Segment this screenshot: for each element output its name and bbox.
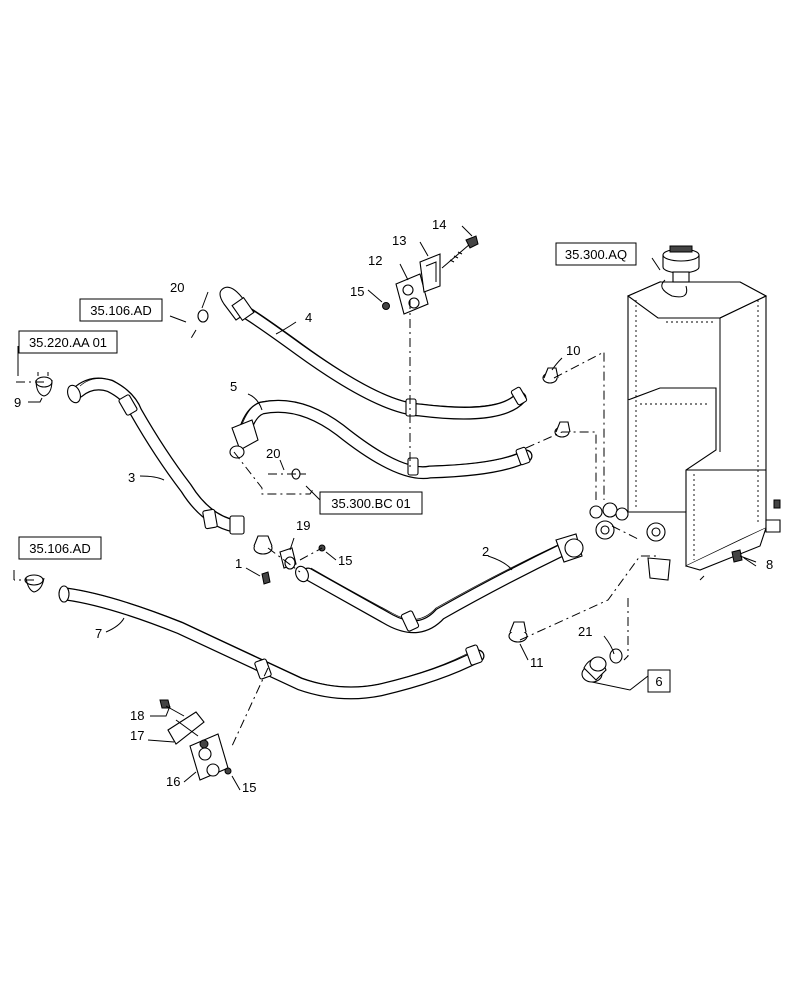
callout-3: 3: [128, 470, 135, 485]
ref-35-220-aa-01[interactable]: 35.220.AA 01: [18, 330, 118, 354]
bolt-8: [731, 549, 757, 563]
callout-20-mid: 20: [266, 446, 280, 461]
callout-14: 14: [432, 217, 446, 232]
ref-35-106-ad-top[interactable]: 35.106.AD: [79, 298, 163, 322]
bolt-tank-top: [773, 499, 781, 509]
svg-text:35.220.AA 01: 35.220.AA 01: [29, 335, 107, 350]
svg-text:6: 6: [655, 674, 662, 689]
svg-text:35.106.AD: 35.106.AD: [90, 303, 151, 318]
clamp-9: [35, 372, 53, 397]
callout-box-6[interactable]: 6: [647, 669, 671, 693]
ref-35-300-aq[interactable]: 35.300.AQ: [555, 242, 637, 266]
spacer-19: [279, 547, 297, 570]
callout-12: 12: [368, 253, 382, 268]
ref-35-106-ad-bottom[interactable]: 35.106.AD: [18, 536, 102, 560]
hose-4: [219, 286, 528, 420]
callout-18: 18: [130, 708, 144, 723]
callout-leaders: [13, 225, 757, 791]
hose-2: [295, 533, 584, 634]
callout-numbers: 1 2 3 4 5 7 8 9 10 11 12 13 14 15 15 15 …: [14, 217, 773, 795]
hose-3: [67, 377, 245, 535]
callout-2: 2: [482, 544, 489, 559]
callout-11: 11: [530, 655, 544, 670]
clamp-block-bottom: [159, 699, 232, 781]
callout-13: 13: [392, 233, 406, 248]
svg-text:35.300.BC 01: 35.300.BC 01: [331, 496, 411, 511]
callout-21: 21: [578, 624, 592, 639]
callout-15-bottom: 15: [242, 780, 256, 795]
callout-8: 8: [766, 557, 773, 572]
tank-fittings: [589, 502, 671, 581]
filler-cap: [661, 245, 700, 298]
svg-text:35.300.AQ: 35.300.AQ: [565, 247, 627, 262]
clamp-11: [508, 621, 528, 643]
hose-7: [58, 585, 485, 700]
callout-9: 9: [14, 395, 21, 410]
clamp-1: [253, 535, 273, 585]
clamp-7-end: [24, 574, 45, 593]
callout-10: 10: [566, 343, 580, 358]
hydraulic-tank: [626, 281, 781, 571]
callout-16: 16: [166, 774, 180, 789]
callout-1: 1: [235, 556, 242, 571]
callout-20-top: 20: [170, 280, 184, 295]
o-ring-20-top: [197, 309, 209, 323]
hose-5: [229, 399, 533, 480]
ref-35-300-bc-01[interactable]: 35.300.BC 01: [319, 491, 423, 515]
svg-text:35.106.AD: 35.106.AD: [29, 541, 90, 556]
callout-7: 7: [95, 626, 102, 641]
drain-plug: [581, 648, 623, 683]
clamp-block-top: [382, 235, 479, 315]
callout-19: 19: [296, 518, 310, 533]
callout-15-top: 15: [350, 284, 364, 299]
callout-17: 17: [130, 728, 144, 743]
callout-15-mid: 15: [338, 553, 352, 568]
center-lines: [14, 300, 705, 747]
callout-4: 4: [305, 310, 312, 325]
clamp-10: [542, 367, 571, 438]
callout-5: 5: [230, 379, 237, 394]
